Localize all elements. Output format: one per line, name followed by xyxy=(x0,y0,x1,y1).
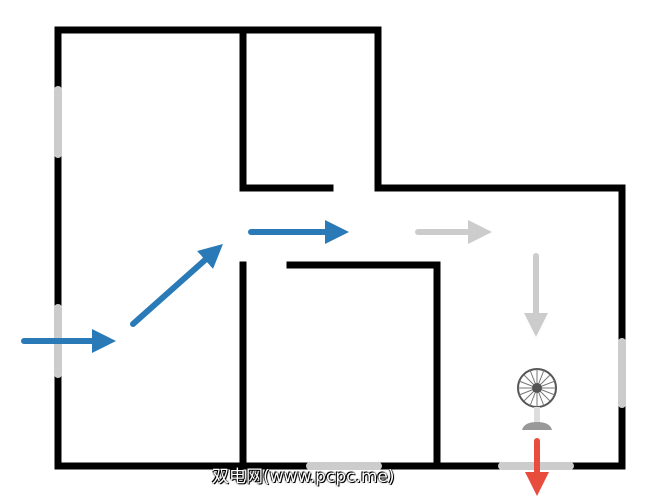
inner-wall-top xyxy=(239,26,334,192)
walls xyxy=(54,26,626,470)
fan-icon xyxy=(517,368,557,430)
arrow-in-2 xyxy=(130,244,223,327)
airflow-arrows xyxy=(21,220,549,496)
watermark: 双电网(www.pcpc.me) xyxy=(212,467,395,487)
inner-wall-room xyxy=(286,261,441,470)
outer-wall xyxy=(54,26,626,470)
